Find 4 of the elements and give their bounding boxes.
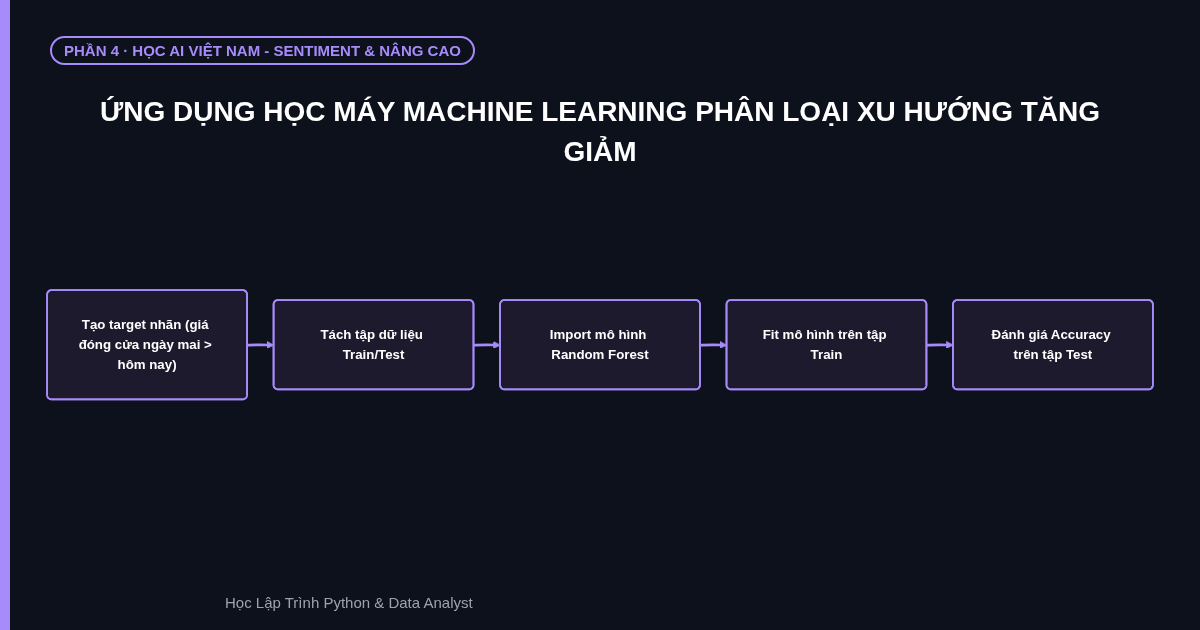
title: ỨNG DỤNG HỌC MÁY MACHINE LEARNING PHÂN LOẠI XU HƯỚNG TĂNG GIẢM — [98, 95, 1102, 169]
section-badge: PHẦN 4 · HỌC AI VIỆT NAM - SENTIMENT & NÂNG CAO — [50, 36, 475, 65]
footer-text: Học Lập Trình Python & Data Analyst — [225, 594, 473, 611]
arrow — [473, 341, 501, 350]
